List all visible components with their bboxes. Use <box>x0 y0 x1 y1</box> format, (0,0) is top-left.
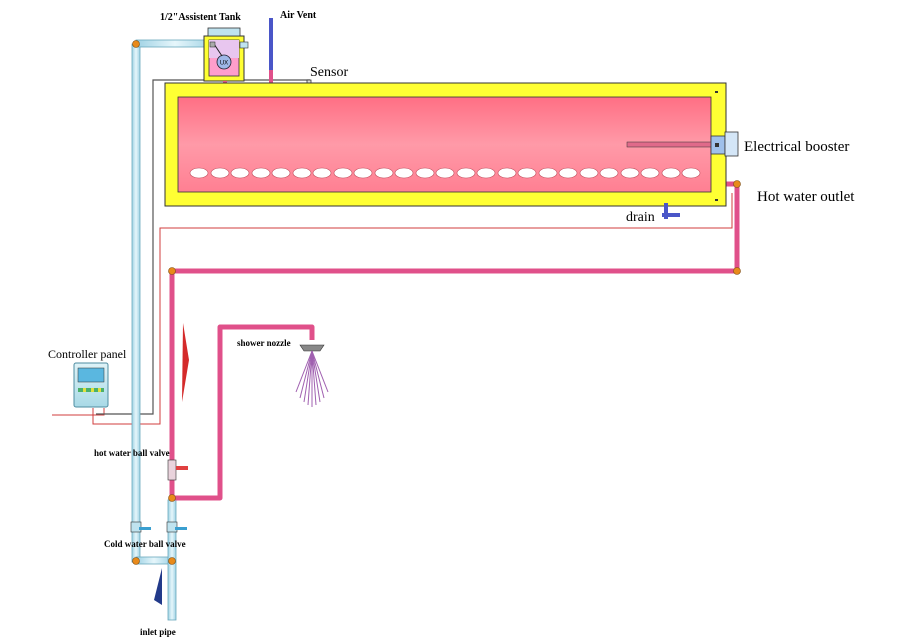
electrical-booster <box>626 131 739 157</box>
cold-water-ball-valve <box>130 521 187 533</box>
controller-panel <box>73 362 109 408</box>
shower-nozzle <box>295 344 329 407</box>
drain-label: drain <box>626 210 655 225</box>
controller-panel-label: Controller panel <box>48 347 127 361</box>
air-vent-label: Air Vent <box>280 10 317 21</box>
pipe-fittings <box>132 40 741 565</box>
sensor-label: Sensor <box>310 65 348 80</box>
shower-nozzle-label: shower nozzle <box>237 338 291 348</box>
hot-water-flow-arrow <box>182 323 189 402</box>
assistant-tank-label: 1/2"Assistent Tank <box>160 12 241 23</box>
drain-valve <box>662 203 680 219</box>
control-wires <box>52 193 733 425</box>
hot-water-outlet-label: Hot water outlet <box>757 189 855 205</box>
hot-water-ball-valve-label: hot water ball valve <box>94 448 170 458</box>
vacuum-tube-openings <box>189 167 701 179</box>
electrical-booster-label: Electrical booster <box>744 139 849 155</box>
inlet-pipe-label: inlet pipe <box>140 627 176 637</box>
inlet-flow-arrow <box>154 568 162 605</box>
hot-water-ball-valve <box>167 459 188 481</box>
tank-float-mark: UX <box>220 61 228 67</box>
cold-water-ball-valve-label: Cold water ball valve <box>104 539 186 549</box>
